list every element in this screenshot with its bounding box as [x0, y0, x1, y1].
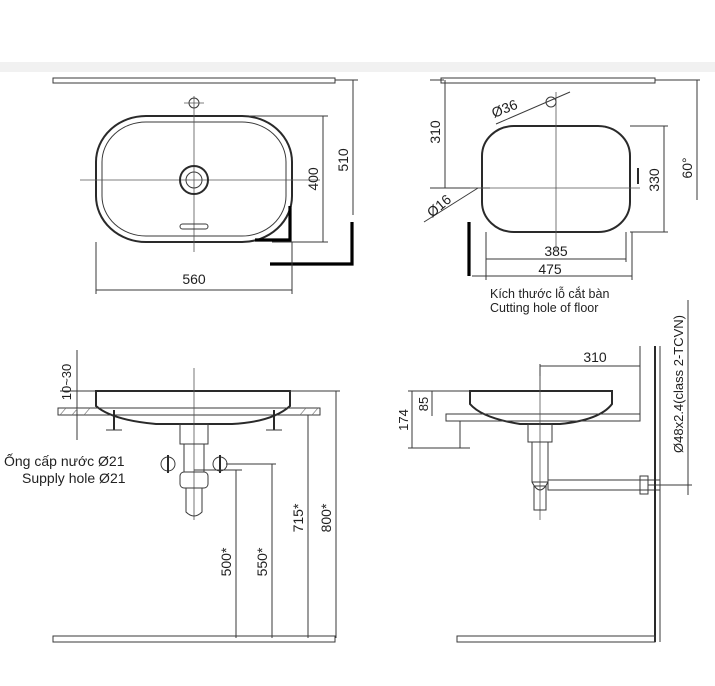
side-bracket [459, 421, 470, 449]
dim-cutout-310-label: 310 [427, 120, 443, 144]
ink-mark-bracket [270, 222, 354, 266]
supply-label-en: Supply hole Ø21 [22, 470, 126, 486]
dim-174-label: 174 [396, 409, 411, 431]
dim-overflow-label: Ø16 [424, 191, 455, 220]
dim-tap-hole-label: Ø36 [489, 96, 520, 121]
dim-85-label: 85 [416, 397, 431, 411]
dim-560-label: 560 [182, 271, 206, 287]
dim-475-label: 475 [538, 261, 562, 277]
front-countertop [57, 407, 321, 416]
cutout-slab [440, 77, 656, 84]
side-wall-flange [639, 475, 649, 495]
dim-500-label: 500* [218, 547, 234, 576]
overflow-leader [423, 187, 479, 223]
top-view-slab [52, 77, 336, 84]
tap-hole-leader [495, 91, 571, 125]
top-band [0, 62, 715, 72]
side-trap-upper [531, 441, 549, 483]
cutout-caption-vi: Kích thước lỗ cắt bàn [490, 286, 609, 301]
dim-385-label: 385 [544, 243, 568, 259]
drain-inner-icon [185, 171, 203, 189]
dim-330-label: 330 [646, 168, 662, 192]
front-view: 10~30 Ống cấp nước Ø21 Supply hole Ø21 [4, 350, 340, 643]
cutout-caption-en: Cutting hole of floor [490, 301, 598, 315]
ink-mark-corner [255, 206, 292, 242]
top-view: 560 400 510 [52, 77, 358, 294]
side-trap-lower [533, 485, 547, 511]
dim-400-label: 400 [305, 167, 321, 191]
front-trap-tail [185, 488, 203, 517]
overflow-slot-icon [179, 223, 209, 230]
dim-60-label: 60° [679, 157, 695, 178]
dim-side-310-label: 310 [583, 349, 607, 365]
side-floor [456, 635, 656, 643]
dim-510-label: 510 [335, 148, 351, 172]
dim-rim-label: 10~30 [59, 364, 74, 401]
side-view: 310 174 85 Ø48x2.4(class 2-TCVN) [396, 300, 692, 643]
front-countertop-hatch [59, 407, 319, 416]
side-basin-body [469, 390, 613, 425]
dim-715-label: 715* [290, 503, 306, 532]
front-trap-nut [179, 471, 209, 489]
dim-550-label: 550* [254, 547, 270, 576]
pipe-dim-label: Ø48x2.4(class 2-TCVN) [671, 315, 686, 453]
cutout-view: 310 Ø36 Ø16 330 60° 385 475 Kích thướ [423, 77, 700, 315]
side-countertop [445, 413, 641, 422]
front-floor [52, 635, 336, 643]
side-trap-bend [531, 481, 549, 491]
drain-icon [179, 165, 209, 195]
supply-label-vi: Ống cấp nước Ø21 [4, 452, 125, 469]
side-waste-pipe [547, 479, 661, 491]
dim-800-label: 800* [318, 503, 334, 532]
